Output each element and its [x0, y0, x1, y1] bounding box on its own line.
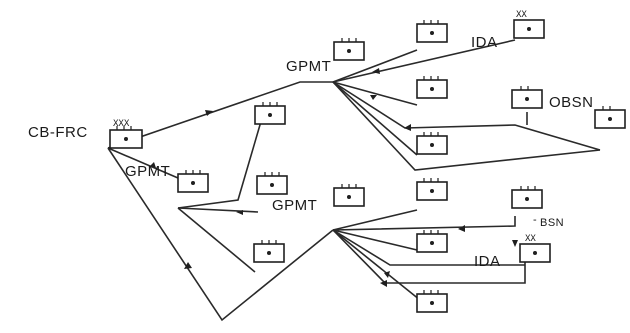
label-root: CB-FRC [28, 124, 88, 141]
label-bsn: BSN [540, 217, 564, 229]
label-gpmt-mid: GPMT [125, 163, 170, 180]
arrowhead [236, 210, 243, 215]
edge-gpmt-mid-node-a [177, 117, 263, 209]
arrowhead [372, 68, 380, 74]
node-top-3 [416, 132, 448, 155]
edge-gpmt-bottom-ida-2 [332, 229, 526, 284]
arrowhead [184, 262, 192, 269]
mark-root: XXX [113, 119, 130, 129]
arrowhead [458, 225, 465, 232]
node-mid-b [256, 172, 288, 195]
node-mid-a [254, 102, 286, 125]
edge-gpmt-top-node-2 [332, 81, 418, 106]
edge-root-bottom-valley [107, 147, 334, 322]
edge-gpmt-bottom-ida-1 [332, 229, 525, 266]
edge-gpmt-bottom-bsn [332, 216, 516, 231]
label-ida-bottom: IDA [474, 253, 501, 270]
edge-gpmt-bottom-node-1 [332, 209, 418, 231]
label-ida-top: IDA [471, 34, 498, 51]
edge-gpmt-mid-node-c [177, 207, 256, 273]
edge-gpmt-bottom-node-2 [332, 229, 418, 251]
edge-root-gpmt-mid [107, 147, 179, 179]
node-bottom-4 [416, 290, 448, 313]
label-gpmt-top: GPMT [286, 58, 331, 75]
edge-gpmt-top-node-1 [332, 49, 418, 83]
edge-gpmt-top-node-3 [332, 81, 418, 156]
node-bottom-1 [416, 178, 448, 201]
node-mid-c [253, 240, 285, 263]
arrowhead [150, 162, 156, 168]
arrowhead [370, 95, 377, 100]
edge-gpmt-bottom-node-4 [332, 229, 421, 301]
label-bsn-prefix: - [533, 214, 537, 226]
edge-gpmt-mid-node-b [177, 207, 259, 213]
node-ida-top [513, 19, 545, 39]
node-gpmt-top [333, 38, 365, 61]
nodes [109, 19, 626, 313]
label-gpmt-bottom: GPMT [272, 197, 317, 214]
node-gpmt-mid [177, 170, 209, 193]
node-root [109, 126, 143, 149]
arrowhead [384, 271, 390, 278]
edge-gpmt-top-obsn-1 [332, 81, 601, 151]
arrowhead [512, 240, 518, 247]
node-top-obsn [511, 86, 543, 109]
node-top-1 [416, 20, 448, 43]
node-gpmt-bottom [333, 184, 365, 207]
edge-gpmt-top-obsn-2 [332, 81, 601, 171]
mark-ida-top: XX [516, 10, 527, 20]
node-ida-bottom [519, 243, 551, 263]
edges [107, 39, 601, 322]
arrowheads [150, 68, 518, 287]
arrowhead [404, 124, 411, 131]
node-bottom-2 [416, 230, 448, 253]
edge-root-gpmt-top [107, 81, 333, 149]
edge-gpmt-top-ida [332, 39, 516, 83]
arrowhead [380, 280, 387, 287]
label-obsn: OBSN [549, 94, 594, 111]
node-bsn [511, 186, 543, 209]
mark-ida-bottom: XX [525, 234, 536, 244]
node-top-2 [416, 76, 448, 99]
arrowhead [205, 110, 213, 116]
node-far-right [594, 106, 626, 129]
